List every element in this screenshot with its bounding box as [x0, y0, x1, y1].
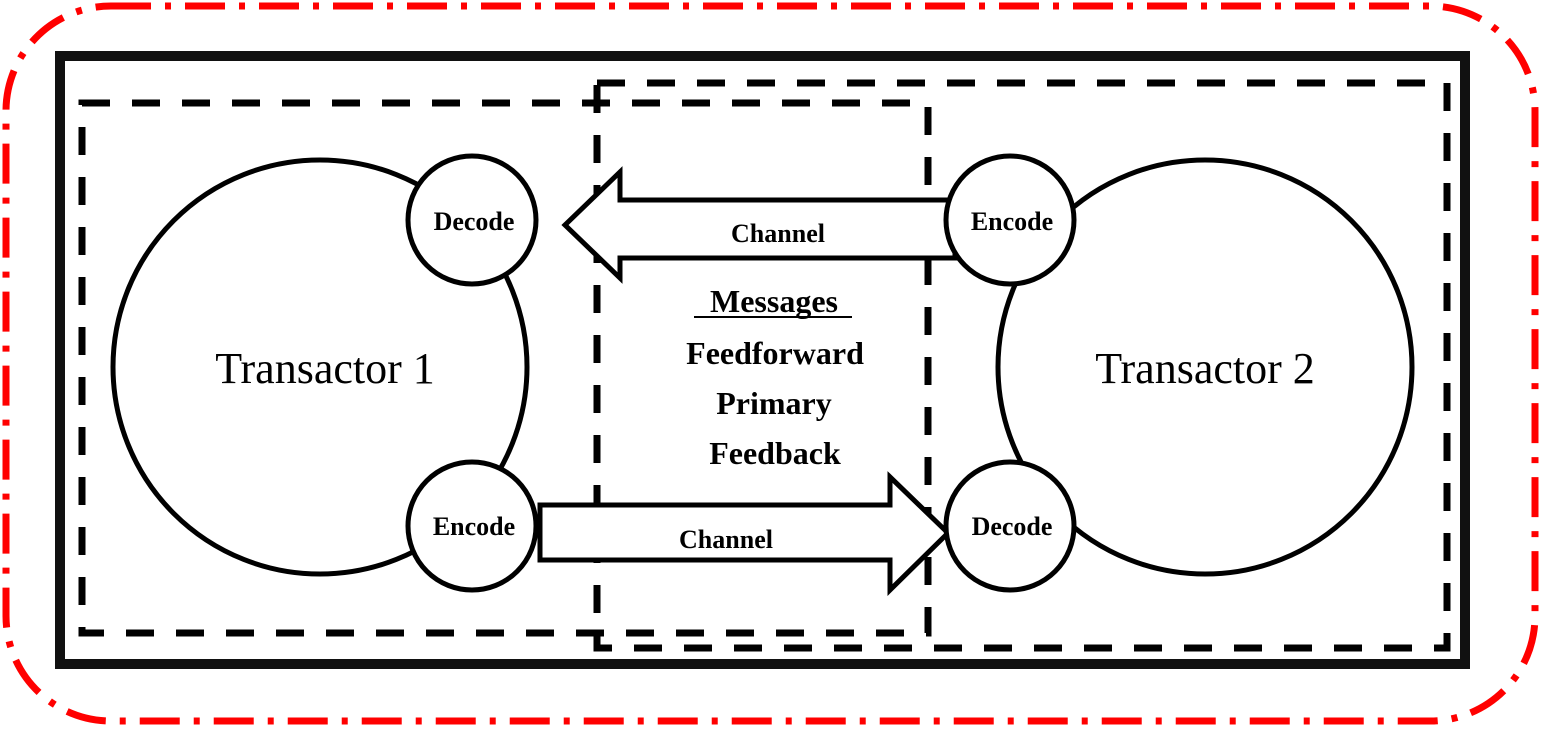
message-item: Primary: [716, 385, 832, 421]
t2-decode-circle: [943, 459, 1077, 593]
channel-bottom-label: Channel: [679, 525, 773, 554]
channel-top-label: Channel: [731, 219, 825, 248]
t1-decode-label: Decode: [434, 207, 515, 236]
message-item: Feedforward: [686, 335, 864, 371]
transactor-2-region: [593, 79, 1451, 652]
t2-encode-circle: [943, 153, 1077, 287]
transactor-1-label: Transactor 1: [215, 344, 435, 393]
channel-arrow-top: [561, 166, 958, 284]
channel-arrow-bottom: [537, 471, 952, 596]
messages-heading: Messages: [710, 283, 838, 319]
message-item: Feedback: [709, 435, 841, 471]
t1-encode-circle: [405, 459, 539, 593]
t1-decode-circle: [405, 153, 539, 287]
transactor-2-label: Transactor 2: [1095, 344, 1315, 393]
t2-decode-label: Decode: [972, 512, 1053, 541]
t1-encode-label: Encode: [433, 512, 515, 541]
t2-encode-label: Encode: [971, 207, 1053, 236]
transactor-1-region: [78, 99, 932, 637]
transactor-2-circle: [995, 157, 1415, 577]
